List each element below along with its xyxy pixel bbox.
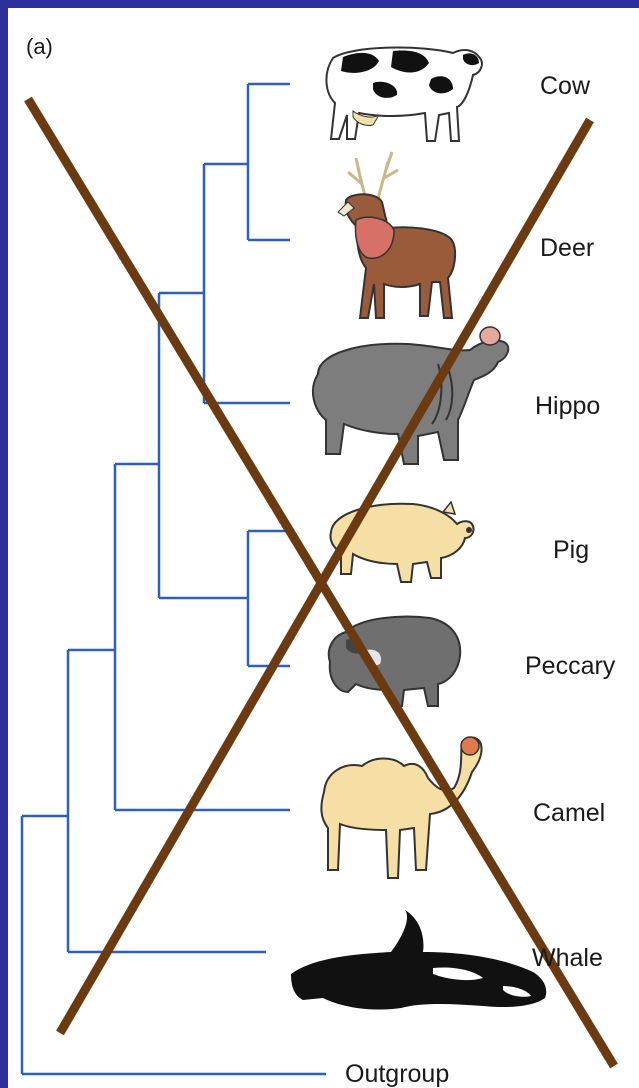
taxon-label-hippo: Hippo <box>535 392 600 421</box>
pig-icon <box>330 502 473 582</box>
diagram-panel: (a) Cow Deer Hippo Pig Peccary Camel Wha… <box>8 8 639 1088</box>
taxon-label-peccary: Peccary <box>525 652 615 681</box>
deer-icon <box>338 152 455 318</box>
taxon-label-whale: Whale <box>532 944 603 973</box>
cow-icon <box>326 48 481 141</box>
panel-label: (a) <box>26 34 53 60</box>
tree-branches <box>22 84 326 1074</box>
taxon-label-camel: Camel <box>533 799 605 828</box>
hippo-icon <box>313 327 508 464</box>
taxon-label-cow: Cow <box>540 72 590 101</box>
phylogenetic-tree <box>8 8 639 1088</box>
taxon-label-pig: Pig <box>553 536 589 565</box>
taxon-label-deer: Deer <box>540 234 594 263</box>
taxon-label-outgroup: Outgroup <box>345 1060 449 1088</box>
whale-icon <box>291 910 546 1010</box>
